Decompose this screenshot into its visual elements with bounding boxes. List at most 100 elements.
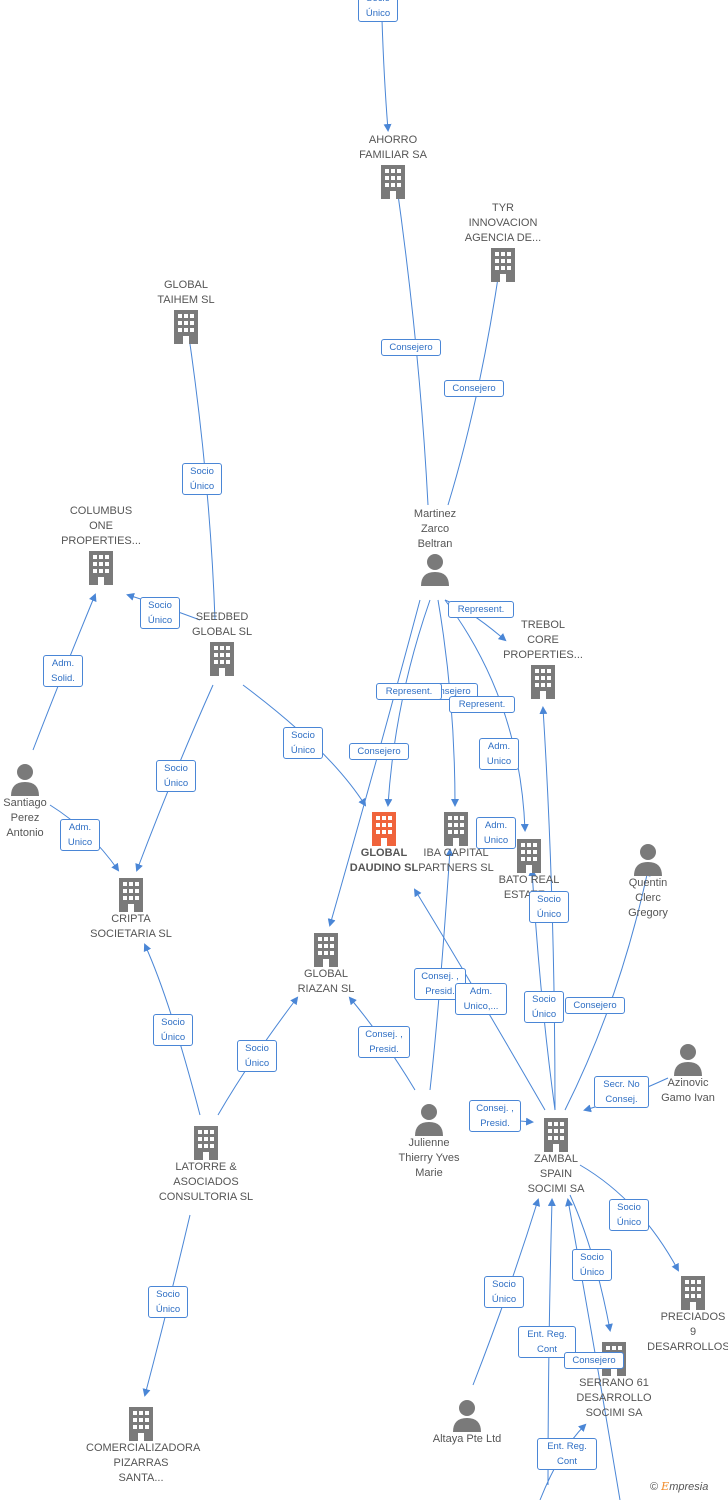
relation-badge[interactable]: Consejero bbox=[444, 380, 504, 397]
brand-logo-e: E bbox=[661, 1480, 670, 1493]
building-icon bbox=[194, 1126, 218, 1160]
node-julienne[interactable]: Julienne Thierry Yves Marie bbox=[374, 1102, 484, 1181]
node-label: Quentin Clerc Gregory bbox=[628, 877, 668, 919]
relation-badge[interactable]: Represent. bbox=[376, 683, 442, 700]
node-label: Azinovic Gamo Ivan bbox=[661, 1077, 715, 1104]
relation-badge[interactable]: Socio Único bbox=[572, 1249, 612, 1281]
relation-badge[interactable]: Socio Único bbox=[140, 597, 180, 629]
node-label: Santiago Perez Antonio bbox=[3, 797, 47, 839]
relation-badge[interactable]: Secr. No Consej. bbox=[594, 1076, 649, 1108]
relation-badge[interactable]: Socio Único bbox=[156, 760, 196, 792]
edge bbox=[384, 599, 431, 807]
relation-badge[interactable]: Adm. Unico bbox=[60, 819, 100, 851]
node-label: GLOBAL DAUDINO SL bbox=[349, 847, 419, 874]
node-label: AHORRO FAMILIAR SA bbox=[359, 134, 427, 161]
edge bbox=[565, 1198, 621, 1500]
relation-badge[interactable]: Socio Único bbox=[237, 1040, 277, 1072]
brand-logo-rest: mpresia bbox=[669, 1481, 709, 1493]
node-label: SERRANO 61 DESARROLLO SOCIMI SA bbox=[576, 1377, 652, 1419]
node-altaya[interactable]: Altaya Pte Ltd bbox=[412, 1398, 522, 1447]
relation-badge[interactable]: Consej. , Presid. bbox=[358, 1026, 410, 1058]
relation-badge[interactable]: Socio Único bbox=[609, 1199, 649, 1231]
person-icon bbox=[453, 1400, 481, 1432]
footer-brand: © Empresia bbox=[650, 1480, 708, 1493]
node-preciados[interactable]: PRECIADOS 9 DESARROLLOS... bbox=[638, 1274, 728, 1355]
node-global-daudino[interactable]: GLOBAL DAUDINO SL bbox=[329, 810, 439, 876]
node-label: CRIPTA SOCIETARIA SL bbox=[90, 913, 172, 940]
node-label: IBA CAPITAL PARTNERS SL bbox=[418, 847, 494, 874]
relation-badge[interactable]: Adm. Unico bbox=[476, 817, 516, 849]
building-icon bbox=[89, 551, 113, 585]
relation-badge[interactable]: Adm. Unico,... bbox=[455, 983, 507, 1015]
relation-badge[interactable]: Consejero bbox=[564, 1352, 624, 1369]
relation-badge[interactable]: Represent. bbox=[449, 696, 515, 713]
node-quentin[interactable]: Quentin Clerc Gregory bbox=[593, 842, 703, 921]
building-icon bbox=[174, 310, 198, 344]
relation-badge[interactable]: Socio Único bbox=[529, 891, 569, 923]
copyright-symbol: © bbox=[650, 1481, 659, 1493]
edge bbox=[381, 19, 392, 132]
node-seedbed[interactable]: SEEDBED GLOBAL SL bbox=[167, 610, 277, 676]
relation-badge[interactable]: Socio Único bbox=[524, 991, 564, 1023]
relation-badge[interactable]: Socio Único bbox=[148, 1286, 188, 1318]
node-label: GLOBAL RIAZAN SL bbox=[297, 968, 355, 995]
building-icon bbox=[531, 665, 555, 699]
node-riazan[interactable]: GLOBAL RIAZAN SL bbox=[271, 931, 381, 997]
building-icon bbox=[681, 1276, 705, 1310]
node-cripta[interactable]: CRIPTA SOCIETARIA SL bbox=[76, 876, 186, 942]
node-trebol[interactable]: TREBOL CORE PROPERTIES... bbox=[488, 618, 598, 699]
building-icon bbox=[372, 812, 396, 846]
node-label: PRECIADOS 9 DESARROLLOS... bbox=[647, 1311, 728, 1353]
building-icon bbox=[544, 1118, 568, 1152]
node-iba[interactable]: IBA CAPITAL PARTNERS SL bbox=[401, 810, 511, 876]
relation-badge[interactable]: Consejero bbox=[381, 339, 441, 356]
person-icon bbox=[674, 1044, 702, 1076]
node-label: Altaya Pte Ltd bbox=[432, 1433, 502, 1445]
node-martinez[interactable]: Martinez Zarco Beltran bbox=[380, 507, 490, 586]
node-label: Julienne Thierry Yves Marie bbox=[398, 1137, 460, 1179]
node-santiago[interactable]: Santiago Perez Antonio bbox=[0, 762, 80, 841]
node-label: SEEDBED GLOBAL SL bbox=[191, 611, 253, 638]
relation-badge[interactable]: Consejero bbox=[565, 997, 625, 1014]
edge bbox=[327, 599, 421, 927]
relation-badge[interactable]: Adm. Unico bbox=[479, 738, 519, 770]
person-icon bbox=[415, 1104, 443, 1136]
building-icon bbox=[314, 933, 338, 967]
node-label: Martinez Zarco Beltran bbox=[413, 508, 457, 550]
person-icon bbox=[11, 764, 39, 796]
relation-badge[interactable]: Socio Único bbox=[358, 0, 398, 22]
node-label: LATORRE & ASOCIADOS CONSULTORIA SL bbox=[158, 1161, 254, 1203]
node-label: GLOBAL TAIHEM SL bbox=[157, 279, 215, 306]
building-icon bbox=[381, 165, 405, 199]
relation-badge[interactable]: Represent. bbox=[448, 601, 514, 618]
relation-badge[interactable]: Socio Único bbox=[484, 1276, 524, 1308]
relation-badge[interactable]: Ent. Reg. Cont bbox=[537, 1438, 597, 1470]
relation-badge[interactable]: Socio Único bbox=[182, 463, 222, 495]
building-icon bbox=[444, 812, 468, 846]
relation-badge[interactable]: Consej. , Presid. bbox=[469, 1100, 521, 1132]
node-ahorro[interactable]: AHORRO FAMILIAR SA bbox=[338, 133, 448, 199]
node-label: TREBOL CORE PROPERTIES... bbox=[503, 619, 583, 661]
node-comercializadora[interactable]: COMERCIALIZADORA PIZARRAS SANTA... bbox=[86, 1405, 201, 1486]
relation-badge[interactable]: Socio Único bbox=[153, 1014, 193, 1046]
relation-badge[interactable]: Socio Único bbox=[283, 727, 323, 759]
relation-badge[interactable]: Adm. Solid. bbox=[43, 655, 83, 687]
node-label: TYR INNOVACION AGENCIA DE... bbox=[464, 202, 542, 244]
node-label: ZAMBAL SPAIN SOCIMI SA bbox=[527, 1153, 585, 1195]
node-columbus[interactable]: COLUMBUS ONE PROPERTIES... bbox=[46, 504, 156, 585]
building-icon bbox=[129, 1407, 153, 1441]
edge bbox=[564, 868, 651, 1111]
relation-badge[interactable]: Consejero bbox=[349, 743, 409, 760]
node-taihem[interactable]: GLOBAL TAIHEM SL bbox=[131, 278, 241, 344]
building-icon bbox=[210, 642, 234, 676]
node-azinovic[interactable]: Azinovic Gamo Ivan bbox=[633, 1042, 728, 1106]
building-icon bbox=[517, 839, 541, 873]
person-icon bbox=[634, 844, 662, 876]
node-label: COLUMBUS ONE PROPERTIES... bbox=[61, 505, 141, 547]
building-icon bbox=[491, 248, 515, 282]
node-tyr[interactable]: TYR INNOVACION AGENCIA DE... bbox=[448, 201, 558, 282]
node-zambal[interactable]: ZAMBAL SPAIN SOCIMI SA bbox=[501, 1116, 611, 1197]
node-label: COMERCIALIZADORA PIZARRAS SANTA... bbox=[86, 1442, 201, 1484]
node-latorre[interactable]: LATORRE & ASOCIADOS CONSULTORIA SL bbox=[151, 1124, 261, 1205]
building-icon bbox=[119, 878, 143, 912]
